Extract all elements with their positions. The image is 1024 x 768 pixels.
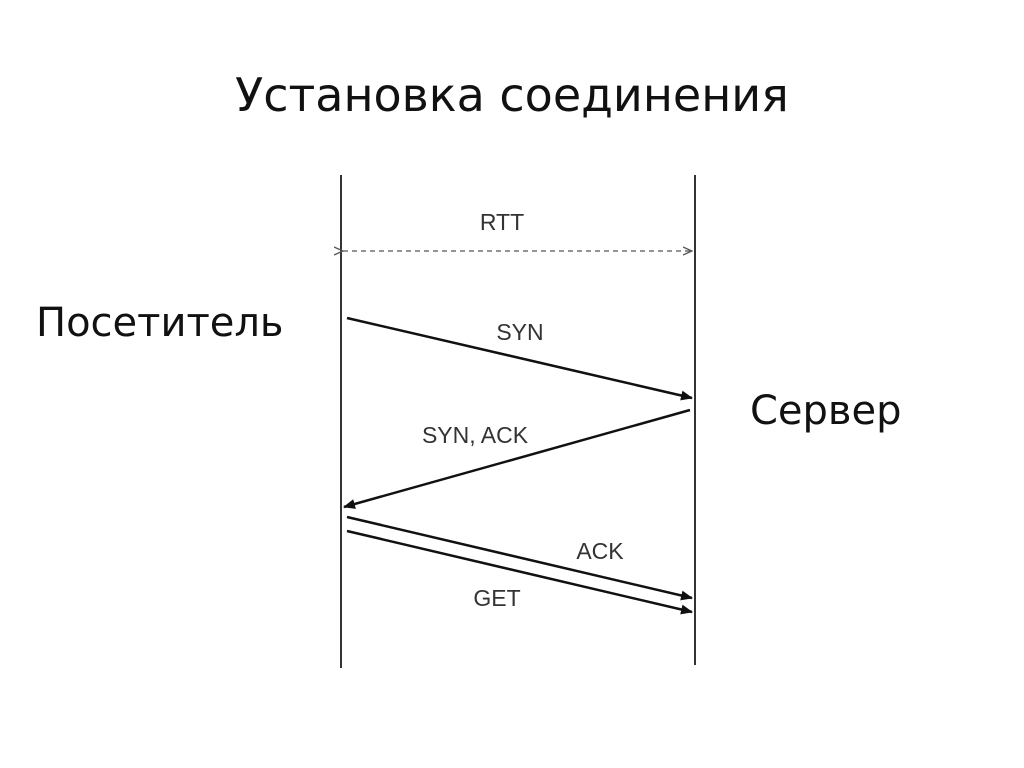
syn-ack-label: SYN, ACK (422, 422, 529, 448)
get-label: GET (473, 585, 520, 611)
syn-ack-arrow (343, 408, 691, 509)
ack-label: ACK (576, 538, 624, 564)
syn-label: SYN (496, 319, 543, 345)
server-label: Сервер (750, 388, 902, 434)
client-label: Посетитель (36, 300, 284, 346)
slide-title: Установка соединения (235, 68, 789, 122)
rtt-label: RTT (480, 209, 524, 235)
get-arrow (346, 529, 693, 615)
ack-arrow (346, 515, 693, 601)
syn-arrow (346, 316, 693, 401)
